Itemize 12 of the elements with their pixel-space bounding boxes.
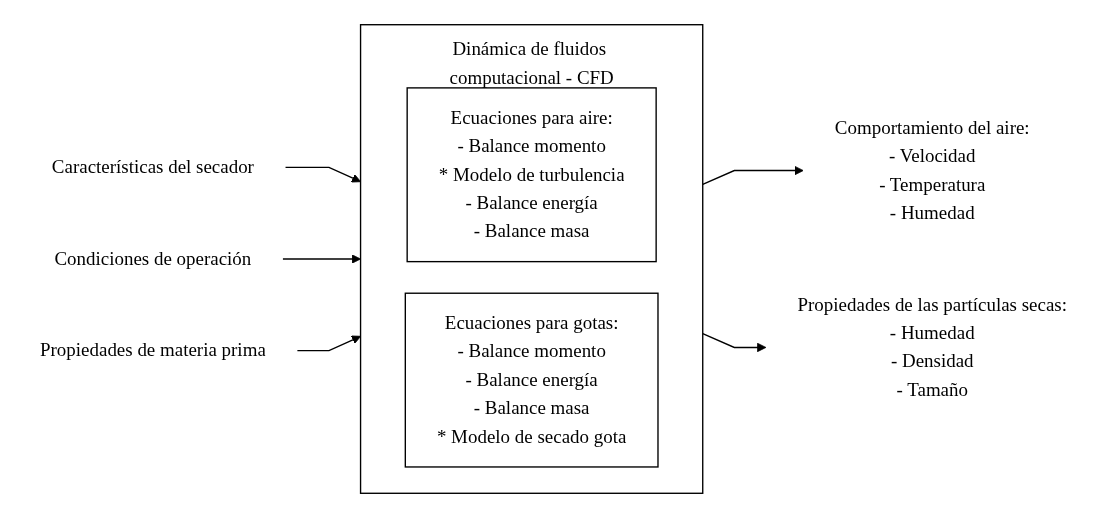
node-text: Comportamiento del aire: - Velocidad - Temperatura - Humedad (834, 116, 1030, 224)
node-text: Condiciones de operación (54, 247, 252, 269)
node-text: Características del secador (51, 156, 254, 178)
arrow (702, 165, 804, 186)
arrow (282, 254, 361, 264)
node-box: Ecuaciones para aire: - Balance momento * Modelo de turbulencia - Balance energía - Balance masa (406, 87, 657, 263)
node-text: Propiedades de materia prima (40, 339, 266, 361)
arrow (296, 335, 361, 352)
arrow (702, 332, 767, 353)
arrow (284, 166, 361, 183)
node-text: Propiedades de las partículas secas: - Humedad - Densidad - Tamaño (797, 293, 1067, 401)
node-box: Ecuaciones para gotas: - Balance momento - Balance energía - Balance masa * Modelo de secado gota (404, 292, 659, 468)
